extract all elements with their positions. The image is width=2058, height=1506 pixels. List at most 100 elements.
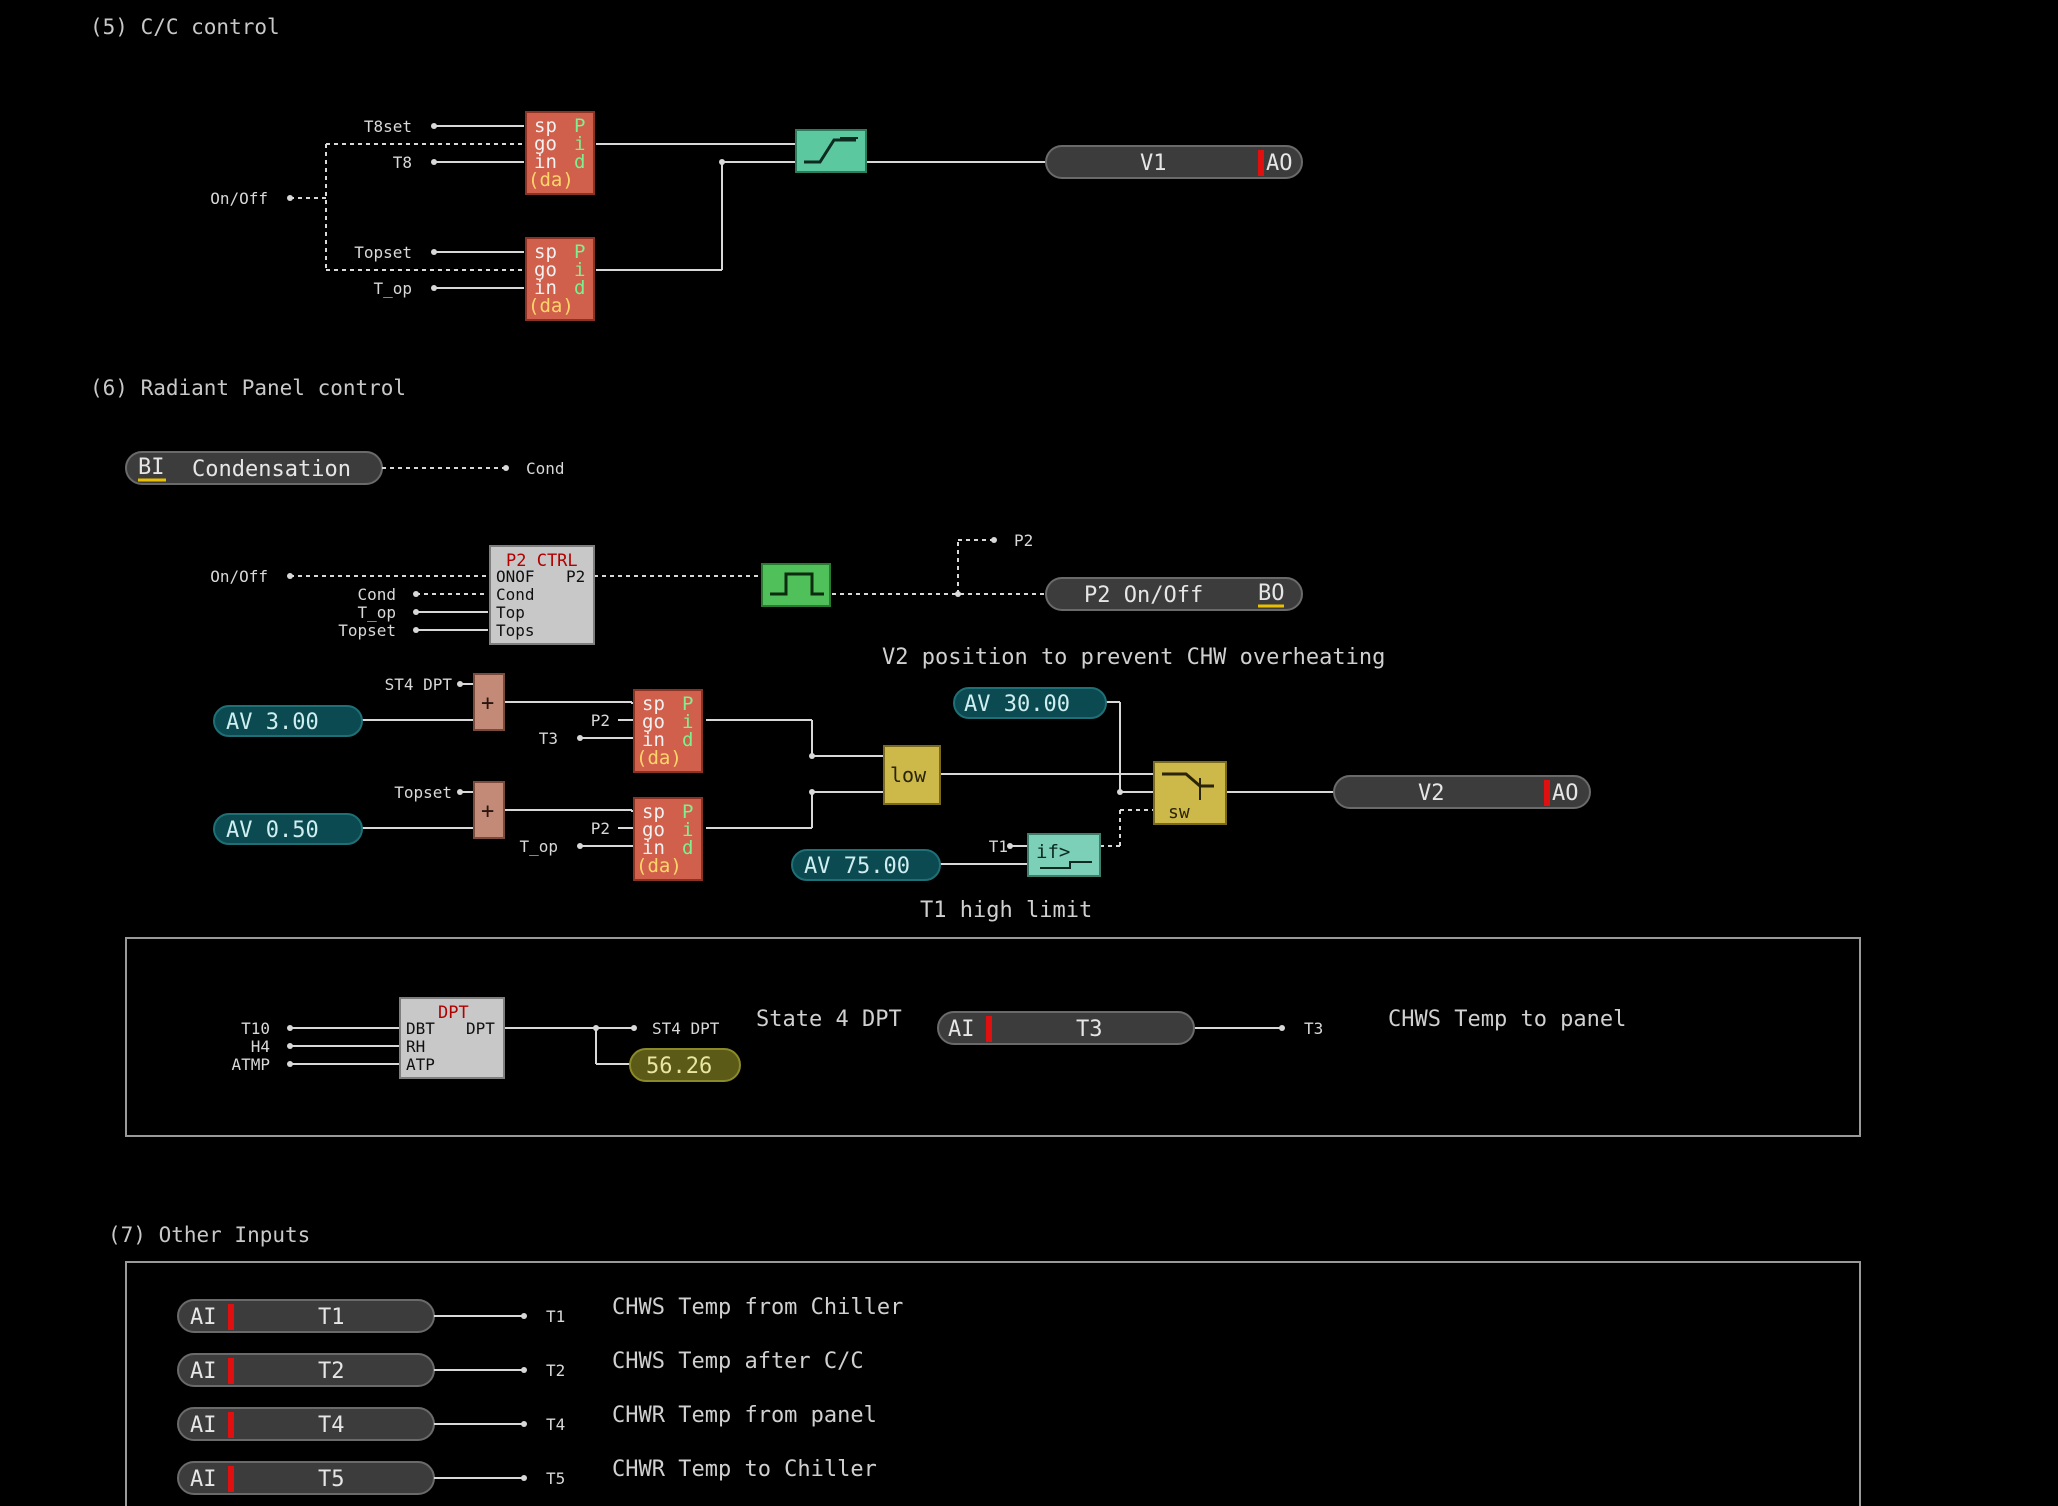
- input-label-t-op-p2: T_op: [357, 603, 396, 622]
- output-p2-onoff-bo[interactable]: P2 On/Off BO: [1045, 577, 1303, 611]
- svg-text:d: d: [574, 151, 585, 173]
- t3-desc: CHWS Temp to panel: [1388, 1007, 1626, 1032]
- svg-text:go: go: [642, 819, 665, 841]
- sensor-bar-icon: [228, 1466, 234, 1492]
- input-label-t8set: T8set: [364, 117, 412, 136]
- svg-text:P: P: [574, 115, 585, 137]
- svg-text:sp: sp: [642, 693, 665, 715]
- dpt-label: State 4 DPT: [756, 1007, 902, 1032]
- switch-block[interactable]: sw: [1153, 761, 1227, 825]
- sensor-bar-icon: [228, 1304, 234, 1330]
- other-inputs-frame: [125, 1261, 1861, 1506]
- pid-block-cc-2[interactable]: sp go in (da) P i d: [525, 237, 595, 321]
- svg-text:DBT: DBT: [406, 1019, 435, 1038]
- av-3[interactable]: AV 3.00: [213, 705, 363, 737]
- svg-text:T5: T5: [318, 1467, 345, 1492]
- other-input-t5[interactable]: AI T5 T5 CHWR Temp to Chiller: [177, 1457, 877, 1495]
- svg-text:sw: sw: [1168, 802, 1190, 823]
- svg-text:T2: T2: [318, 1359, 345, 1384]
- comment-t1-high-limit: T1 high limit: [920, 898, 1092, 923]
- svg-text:+: +: [481, 691, 494, 716]
- svg-text:Top: Top: [496, 603, 525, 622]
- add-block-1[interactable]: +: [473, 673, 505, 731]
- pid-block-radiant-2[interactable]: sp go in (da) P i d: [633, 797, 703, 881]
- svg-text:AI: AI: [190, 1359, 217, 1384]
- output-v1-ao[interactable]: V1 AO: [1045, 145, 1303, 179]
- svg-text:low: low: [890, 763, 927, 787]
- dpt-input-t10: T10: [241, 1019, 270, 1038]
- input-label-onoff-p2: On/Off: [210, 567, 268, 586]
- svg-text:i: i: [682, 711, 693, 733]
- av-75[interactable]: AV 75.00: [791, 849, 941, 881]
- svg-text:CHWR Temp to Chiller: CHWR Temp to Chiller: [612, 1457, 877, 1482]
- other-input-t2[interactable]: AI T2 T2 CHWS Temp after C/C: [177, 1349, 864, 1387]
- svg-text:P: P: [682, 801, 693, 823]
- svg-text:sp: sp: [534, 115, 557, 137]
- svg-text:AI: AI: [190, 1413, 217, 1438]
- onoff-block-p2[interactable]: [761, 563, 831, 607]
- output-v1-type: AO: [1266, 151, 1293, 176]
- svg-text:in: in: [642, 729, 665, 751]
- sensor-bar-icon: [228, 1358, 234, 1384]
- av-30[interactable]: AV 30.00: [953, 687, 1107, 719]
- svg-text:Cond: Cond: [496, 585, 535, 604]
- output-v2-ao[interactable]: V2 AO: [1333, 775, 1591, 809]
- av-05[interactable]: AV 0.50: [213, 813, 363, 845]
- svg-text:d: d: [682, 837, 693, 859]
- p2-input-label-a: P2: [591, 711, 610, 730]
- svg-text:AI: AI: [190, 1305, 217, 1330]
- dpt-frame: [125, 937, 1861, 1137]
- condensation-name: Condensation: [192, 457, 351, 482]
- input-condensation-bi[interactable]: BI Condensation: [125, 451, 383, 485]
- svg-text:Tops: Tops: [496, 621, 535, 640]
- svg-text:ATP: ATP: [406, 1055, 435, 1074]
- t3-input-label: T3: [539, 729, 558, 748]
- svg-text:(da): (da): [528, 295, 574, 317]
- sensor-bar-icon: [986, 1016, 992, 1042]
- dpt-wires: [287, 1025, 1285, 1067]
- st4-dpt-input-label: ST4 DPT: [385, 675, 453, 694]
- svg-text:T3: T3: [1076, 1017, 1103, 1042]
- t-op-input-label: T_op: [519, 837, 558, 856]
- section-title-other-inputs: (7) Other Inputs: [108, 1223, 310, 1247]
- svg-text:(da): (da): [636, 747, 682, 769]
- sensor-bar-icon: [1258, 150, 1264, 176]
- input-t3-ai[interactable]: AI T3: [937, 1011, 1195, 1045]
- svg-text:CHWS Temp from Chiller: CHWS Temp from Chiller: [612, 1295, 903, 1320]
- svg-text:i: i: [574, 259, 585, 281]
- svg-text:sp: sp: [642, 801, 665, 823]
- svg-text:go: go: [534, 259, 557, 281]
- svg-text:T5: T5: [546, 1469, 565, 1488]
- svg-text:+: +: [481, 799, 494, 824]
- dpt-input-atmp: ATMP: [231, 1055, 270, 1074]
- svg-text:P: P: [574, 241, 585, 263]
- pid-block-cc-1[interactable]: sp go in (da) P i d: [525, 111, 595, 195]
- svg-text:sp: sp: [534, 241, 557, 263]
- svg-text:if>: if>: [1036, 841, 1070, 863]
- dpt-block[interactable]: DPT DBT RH ATP DPT: [399, 997, 505, 1079]
- svg-text:AV 3.00: AV 3.00: [226, 710, 319, 735]
- compare-block[interactable]: if>: [1027, 833, 1101, 877]
- add-block-2[interactable]: +: [473, 781, 505, 839]
- svg-text:DPT: DPT: [466, 1019, 495, 1038]
- sensor-bar-icon: [1544, 780, 1550, 806]
- input-label-topset-cc: Topset: [354, 243, 412, 262]
- other-input-t4[interactable]: AI T4 T4 CHWR Temp from panel: [177, 1403, 877, 1441]
- svg-text:i: i: [682, 819, 693, 841]
- pid-block-radiant-1[interactable]: sp go in (da) P i d: [633, 689, 703, 773]
- svg-text:T2: T2: [546, 1361, 565, 1380]
- low-select-block[interactable]: low: [883, 745, 941, 805]
- other-input-t1[interactable]: AI T1 T1 CHWS Temp from Chiller: [177, 1295, 903, 1333]
- svg-text:in: in: [534, 151, 557, 173]
- input-label-t-op-cc: T_op: [373, 279, 412, 298]
- svg-text:d: d: [682, 729, 693, 751]
- t1-input-label: T1: [989, 837, 1008, 856]
- svg-text:go: go: [642, 711, 665, 733]
- p2-ctrl-block[interactable]: P2 CTRL ONOF Cond Top Tops P2: [489, 545, 595, 645]
- svg-text:T4: T4: [546, 1415, 565, 1434]
- svg-text:RH: RH: [406, 1037, 425, 1056]
- svg-text:P: P: [682, 693, 693, 715]
- output-p2-type: BO: [1258, 581, 1285, 606]
- svg-text:go: go: [534, 133, 557, 155]
- limiter-block-cc[interactable]: [795, 129, 867, 173]
